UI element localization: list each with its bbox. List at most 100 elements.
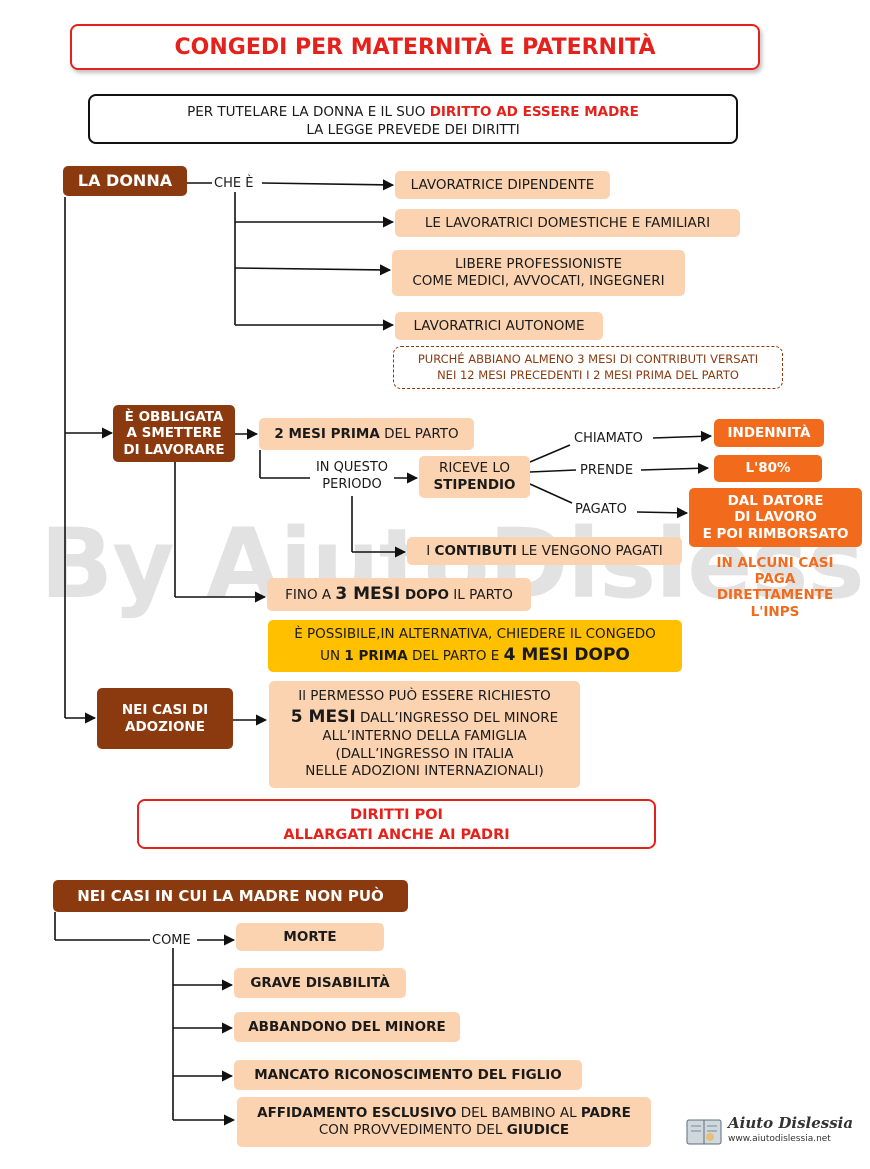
permesso-line: DALL’INGRESSO DEL MINORE: [355, 709, 559, 726]
contributi-box: I CONTIBUTI LE VENGONO PAGATI: [407, 537, 682, 565]
madre-non-puo-label: NEI CASI IN CUI LA MADRE NON PUÒ: [77, 887, 384, 905]
padri-box: DIRITTI POI ALLARGATI ANCHE AI PADRI: [137, 799, 656, 849]
dopo-box: FINO A 3 MESI DOPO IL PARTO: [267, 578, 531, 611]
datore-box: DAL DATORE DI LAVORO E POI RIMBORSATO: [689, 488, 862, 547]
logo: Aiuto Dislessia www.aiutodislessia.net: [684, 1112, 854, 1152]
permesso-line: ALL’INTERNO DELLA FAMIGLIA: [322, 728, 527, 744]
affidamento-text: CON PROVVEDIMENTO DEL: [318, 1122, 507, 1138]
alternativa-bold: 1 PRIMA: [344, 647, 408, 664]
affidamento-bold: AFFIDAMENTO ESCLUSIVO: [257, 1105, 457, 1122]
affidamento-bold: GIUDICE: [506, 1122, 570, 1138]
prima-box: 2 MESI PRIMA DEL PARTO: [259, 418, 474, 450]
adozione-line: NEI CASI DI: [121, 702, 209, 719]
affidamento-bold: PADRE: [580, 1105, 631, 1122]
alternativa-text: UN: [320, 647, 345, 664]
worker-label: LAVORATRICI AUTONOME: [413, 317, 585, 334]
worker-autonome: LAVORATRICI AUTONOME: [395, 312, 603, 340]
case-morte: MORTE: [236, 923, 384, 951]
indennita-label: INDENNITÀ: [727, 424, 811, 441]
permesso-line: Il PERMESSO PUÒ ESSERE RICHIESTO: [298, 688, 551, 705]
padri-line: DIRITTI POI: [350, 807, 443, 823]
worker-dipendente: LAVORATRICE DIPENDENTE: [395, 171, 610, 199]
obbligata-line: È OBBLIGATA: [124, 409, 224, 426]
alternativa-box: È POSSIBILE,IN ALTERNATIVA, CHIEDERE IL …: [268, 620, 682, 672]
percent-box: L'80%: [714, 455, 822, 482]
case-label: ABBANDONO DEL MINORE: [248, 1018, 446, 1035]
periodo-label: IN QUESTO PERIODO: [310, 460, 394, 494]
permesso-box: Il PERMESSO PUÒ ESSERE RICHIESTO 5 MESI …: [269, 681, 580, 788]
case-disabilita: GRAVE DISABILITÀ: [234, 968, 406, 998]
prende-label: PRENDE: [578, 463, 636, 478]
intro-box: PER TUTELARE LA DONNA E IL SUO DIRITTO A…: [88, 94, 738, 144]
inps-line: DIRETTAMENTE: [716, 587, 834, 604]
page-title: CONGEDI PER MATERNITÀ E PATERNITÀ: [174, 34, 656, 60]
contributi-text: I: [426, 542, 435, 559]
dopo-text: IL PARTO: [449, 586, 513, 603]
prima-rest: DEL PARTO: [379, 425, 459, 442]
percent-label: L'80%: [745, 460, 791, 477]
intro-highlight: DIRITTO AD ESSERE MADRE: [429, 104, 639, 120]
periodo-line: IN QUESTO: [315, 460, 389, 475]
inps-line: L'INPS: [750, 603, 800, 620]
permesso-line: NELLE ADOZIONI INTERNAZIONALI): [305, 763, 544, 780]
datore-line: DAL DATORE: [727, 493, 824, 510]
worker-label: LIBERE PROFESSIONISTE: [454, 256, 623, 273]
datore-line: E POI RIMBORSATO: [702, 525, 849, 542]
alternativa-line: È POSSIBILE,IN ALTERNATIVA, CHIEDERE IL …: [294, 626, 656, 642]
contributi-text: LE VENGONO PAGATI: [516, 542, 663, 559]
worker-label: LAVORATRICE DIPENDENTE: [410, 176, 595, 193]
datore-line: DI LAVORO: [734, 509, 817, 526]
intro-text-2: LA LEGGE PREVEDE DEI DIRITTI: [306, 121, 520, 138]
pagato-label: PAGATO: [573, 502, 629, 517]
dopo-bold: DOPO: [400, 586, 450, 603]
case-label: MORTE: [283, 928, 337, 945]
adozione-box: NEI CASI DI ADOZIONE: [97, 688, 233, 749]
affidamento-text: DEL BAMBINO AL: [456, 1105, 581, 1122]
book-icon: [686, 1119, 722, 1145]
contributi-bold: CONTIBUTI: [434, 542, 517, 559]
intro-text: PER TUTELARE LA DONNA E IL SUO: [187, 104, 430, 120]
dopo-big: 3 MESI: [335, 583, 401, 604]
la-donna-label: LA DONNA: [77, 171, 173, 191]
prima-bold: 2 MESI PRIMA: [274, 425, 380, 442]
dopo-text: FINO A: [285, 586, 336, 603]
case-affidamento: AFFIDAMENTO ESCLUSIVO DEL BAMBINO AL PAD…: [237, 1097, 651, 1147]
inps-line: IN ALCUNI CASI: [716, 555, 834, 571]
inps-note: IN ALCUNI CASI PAGA DIRETTAMENTE L'INPS: [700, 555, 850, 620]
worker-professioniste: LIBERE PROFESSIONISTE COME MEDICI, AVVOC…: [392, 250, 685, 296]
logo-name: Aiuto Dislessia: [728, 1114, 854, 1132]
periodo-line: PERIODO: [322, 476, 382, 492]
case-label: MANCATO RICONOSCIMENTO DEL FIGLIO: [254, 1066, 562, 1083]
worker-domestiche: LE LAVORATRICI DOMESTICHE E FAMILIARI: [395, 209, 740, 237]
permesso-line: (DALL’INGRESSO IN ITALIA: [335, 745, 514, 762]
case-riconoscimento: MANCATO RICONOSCIMENTO DEL FIGLIO: [234, 1060, 582, 1090]
worker-label: COME MEDICI, AVVOCATI, INGEGNERI: [412, 273, 665, 289]
padri-line: ALLARGATI ANCHE AI PADRI: [283, 826, 510, 843]
chiamato-label: CHIAMATO: [572, 431, 645, 446]
obbligata-box: È OBBLIGATA A SMETTERE DI LAVORARE: [113, 405, 235, 462]
alternativa-text: DEL PARTO E: [407, 647, 504, 664]
obbligata-line: A SMETTERE: [126, 425, 222, 442]
permesso-big: 5 MESI: [290, 706, 356, 727]
la-donna-box: LA DONNA: [63, 166, 187, 196]
inps-line: PAGA: [754, 571, 796, 588]
come-label: COME: [150, 933, 193, 948]
madre-non-puo-box: NEI CASI IN CUI LA MADRE NON PUÒ: [53, 880, 408, 912]
title-box: CONGEDI PER MATERNITÀ E PATERNITÀ: [70, 24, 760, 70]
condition-line: NEI 12 MESI PRECEDENTI I 2 MESI PRIMA DE…: [437, 368, 739, 383]
riceve-box: RICEVE LO STIPENDIO: [419, 456, 530, 498]
che-e-label: CHE È: [212, 176, 256, 191]
stipendio-label: STIPENDIO: [433, 477, 516, 493]
case-abbandono: ABBANDONO DEL MINORE: [234, 1012, 460, 1042]
adozione-line: ADOZIONE: [125, 718, 205, 735]
logo-url: www.aiutodislessia.net: [728, 1134, 831, 1144]
riceve-line: RICEVE LO: [438, 460, 511, 477]
indennita-box: INDENNITÀ: [714, 419, 824, 447]
alternativa-big: 4 MESI DOPO: [503, 644, 630, 665]
obbligata-line: DI LAVORARE: [123, 441, 225, 458]
worker-label: LE LAVORATRICI DOMESTICHE E FAMILIARI: [424, 214, 711, 231]
case-label: GRAVE DISABILITÀ: [250, 974, 390, 991]
condition-note: PURCHÉ ABBIANO ALMENO 3 MESI DI CONTRIBU…: [393, 346, 783, 389]
condition-line: PURCHÉ ABBIANO ALMENO 3 MESI DI CONTRIBU…: [417, 352, 759, 366]
